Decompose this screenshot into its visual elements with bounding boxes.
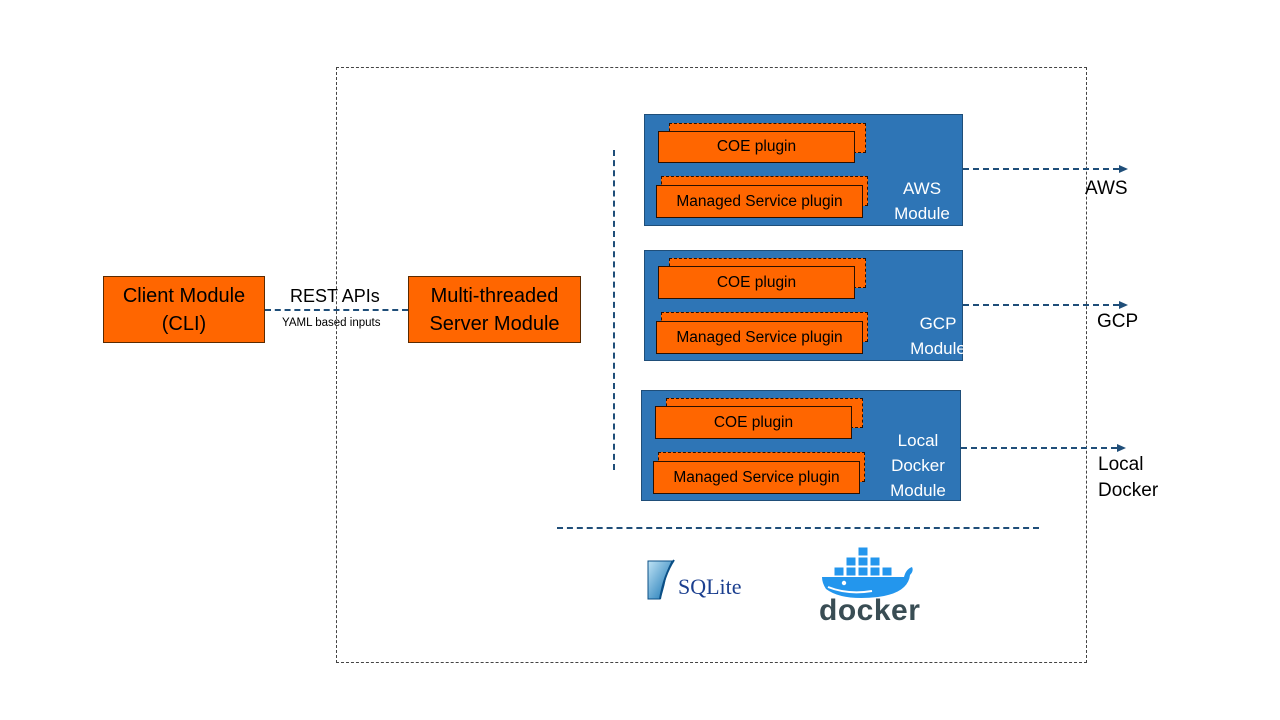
managed-plugin-label: Managed Service plugin <box>676 192 843 210</box>
docker-logo-text: docker <box>819 594 921 627</box>
client-module-label: Client Module (CLI) <box>122 284 246 335</box>
aws-module-label: AWS Module <box>894 179 950 223</box>
local-managed-service-plugin[interactable]: Managed Service plugin <box>653 461 860 494</box>
gcp-managed-service-plugin[interactable]: Managed Service plugin <box>656 321 863 354</box>
aws-managed-service-plugin[interactable]: Managed Service plugin <box>656 185 863 218</box>
local-docker-arrowhead <box>1117 444 1126 452</box>
server-module[interactable]: Multi-threaded Server Module <box>408 276 581 343</box>
aws-target-label: AWS <box>1085 178 1128 199</box>
gcp-module-label: GCP Module <box>910 314 966 358</box>
yaml-inputs-label: YAML based inputs <box>282 317 381 329</box>
local-docker-target-label: Local Docker <box>1098 454 1159 501</box>
server-module-label: Multi-threaded Server Module <box>429 284 560 335</box>
coe-plugin-label: COE plugin <box>713 413 794 431</box>
local-docker-module-label: Local Docker Module <box>890 431 946 500</box>
vertical-separator <box>613 150 615 470</box>
client-module[interactable]: Client Module (CLI) <box>103 276 265 343</box>
managed-plugin-label: Managed Service plugin <box>673 468 840 486</box>
storage-separator <box>557 527 1039 529</box>
aws-coe-plugin[interactable]: COE plugin <box>658 131 855 163</box>
managed-plugin-label: Managed Service plugin <box>676 328 843 346</box>
aws-arrowhead <box>1119 165 1128 173</box>
sqlite-logo-text: SQLite <box>678 574 742 599</box>
docker-whale-icon <box>822 546 913 598</box>
system-boundary <box>336 67 1087 663</box>
local-coe-plugin[interactable]: COE plugin <box>655 406 852 439</box>
rest-connection-line <box>265 309 408 311</box>
gcp-arrowhead <box>1119 301 1128 309</box>
gcp-coe-plugin[interactable]: COE plugin <box>658 266 855 299</box>
gcp-target-label: GCP <box>1097 311 1139 332</box>
sqlite-logo-icon <box>647 559 675 600</box>
coe-plugin-label: COE plugin <box>716 138 797 155</box>
rest-apis-label: REST APIs <box>290 286 380 306</box>
coe-plugin-label: COE plugin <box>716 273 797 291</box>
